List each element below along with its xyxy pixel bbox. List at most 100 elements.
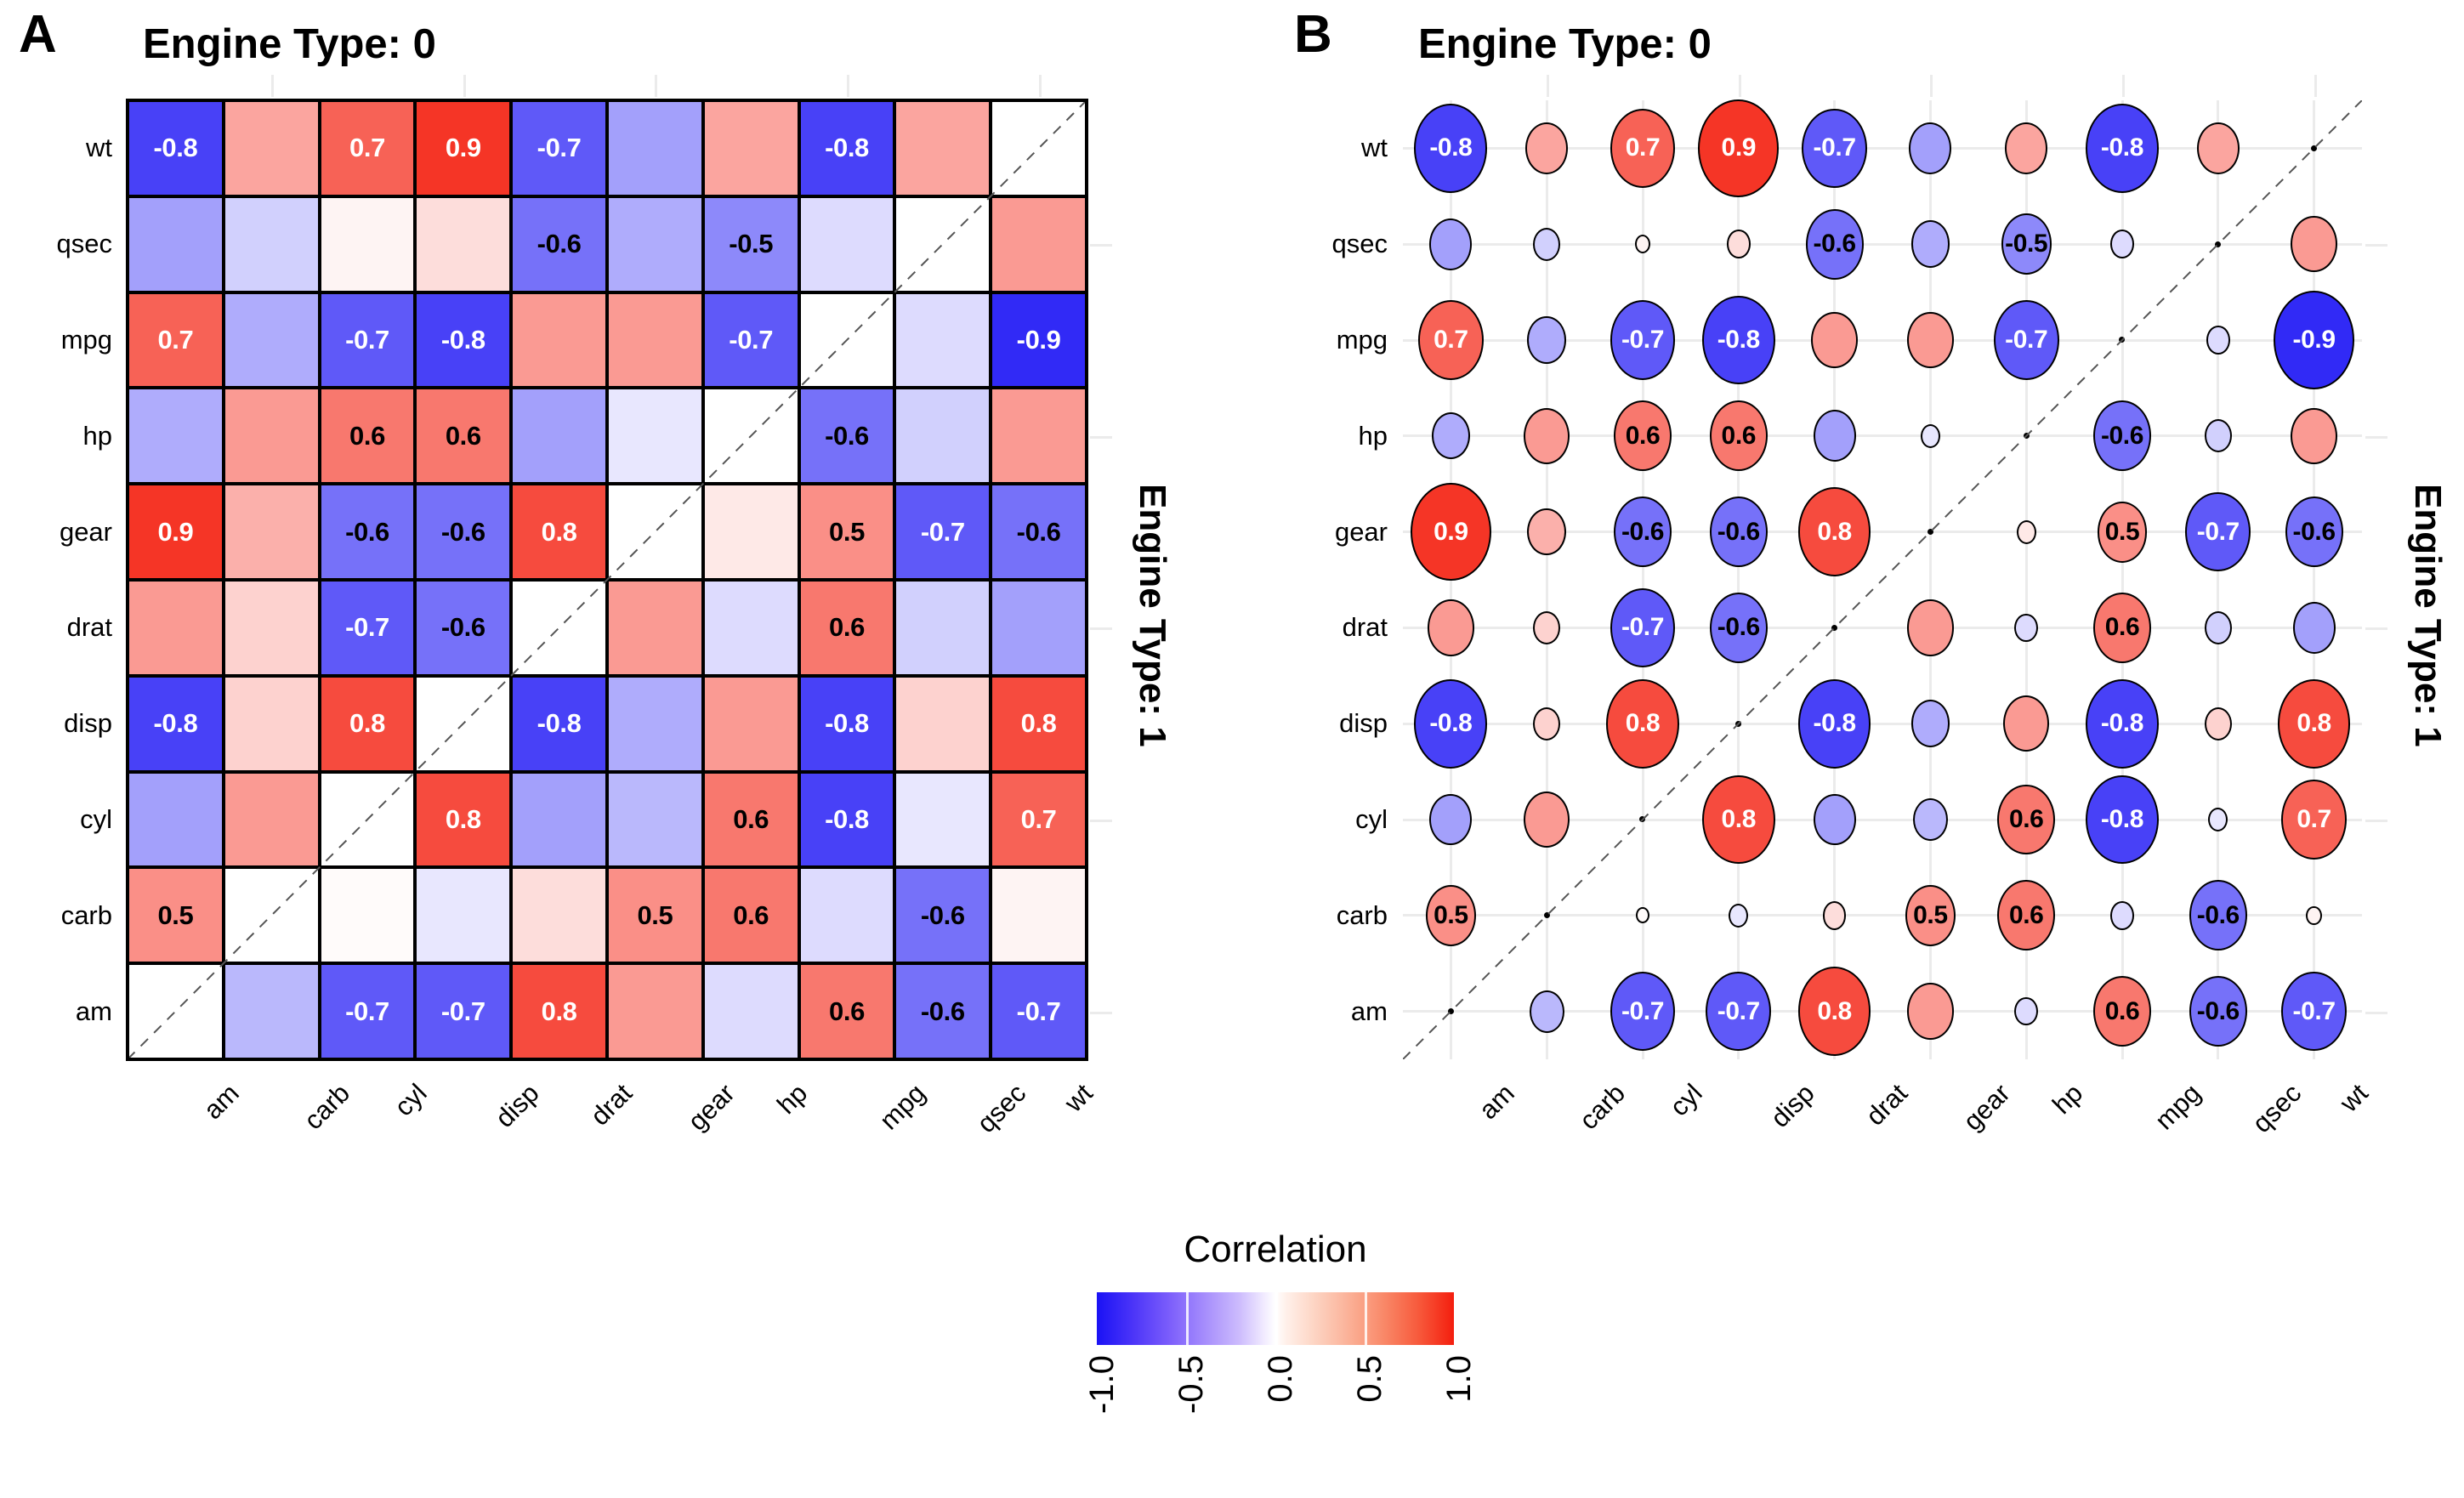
correlation-bubble[interactable]: 0.6	[1614, 400, 1672, 472]
matrix-cell[interactable]: -0.7	[1595, 963, 1691, 1059]
matrix-cell[interactable]	[223, 100, 320, 196]
matrix-cell[interactable]	[2170, 388, 2266, 484]
matrix-cell[interactable]	[128, 388, 224, 485]
matrix-cell[interactable]	[1499, 484, 1595, 580]
matrix-cell[interactable]: 0.8	[2266, 676, 2362, 772]
correlation-bubble[interactable]: 0.8	[1797, 487, 1871, 576]
correlation-bubble[interactable]	[1920, 423, 1940, 448]
correlation-bubble[interactable]	[1822, 901, 1847, 930]
matrix-cell-diagonal[interactable]	[2075, 292, 2171, 389]
correlation-bubble[interactable]	[2196, 122, 2240, 174]
matrix-cell[interactable]	[415, 196, 512, 292]
matrix-cell[interactable]	[1882, 580, 1979, 676]
matrix-cell[interactable]: 0.6	[415, 388, 512, 485]
matrix-cell[interactable]: 0.5	[1403, 867, 1499, 963]
correlation-bubble[interactable]: -0.6	[2189, 976, 2247, 1047]
matrix-cell-diagonal[interactable]	[128, 963, 224, 1059]
matrix-cell[interactable]: -0.8	[798, 771, 895, 868]
correlation-bubble[interactable]: 0.7	[1417, 300, 1484, 380]
matrix-cell[interactable]	[607, 580, 703, 676]
matrix-cell[interactable]	[1403, 772, 1499, 868]
correlation-bubble[interactable]: 0.6	[1997, 880, 2056, 951]
matrix-cell[interactable]	[511, 388, 607, 485]
matrix-cell[interactable]	[1786, 388, 1882, 484]
matrix-cell[interactable]: 0.6	[2075, 580, 2171, 676]
diagonal-point[interactable]	[1543, 912, 1550, 919]
matrix-cell[interactable]	[1979, 580, 2075, 676]
correlation-bubble[interactable]: -0.8	[1701, 295, 1775, 385]
matrix-cell[interactable]: -0.7	[319, 963, 416, 1059]
matrix-cell[interactable]: 0.6	[702, 771, 799, 868]
matrix-cell[interactable]	[511, 292, 607, 389]
correlation-bubble[interactable]: -0.7	[1610, 971, 1676, 1052]
correlation-bubble[interactable]: -0.6	[2285, 496, 2343, 567]
matrix-cell[interactable]	[1786, 772, 1882, 868]
correlation-bubble[interactable]	[1813, 410, 1856, 462]
correlation-bubble[interactable]: 0.7	[2281, 780, 2347, 860]
matrix-cell[interactable]	[1499, 772, 1595, 868]
correlation-bubble[interactable]	[1813, 793, 1856, 846]
matrix-cell-diagonal[interactable]	[2170, 196, 2266, 292]
matrix-cell-diagonal[interactable]	[1403, 963, 1499, 1059]
matrix-cell[interactable]	[702, 675, 799, 772]
matrix-cell[interactable]	[1882, 388, 1979, 484]
correlation-bubble[interactable]	[1429, 218, 1473, 270]
correlation-bubble[interactable]	[1727, 230, 1751, 258]
correlation-bubble[interactable]	[1524, 791, 1570, 848]
matrix-cell[interactable]: -0.8	[798, 675, 895, 772]
matrix-cell[interactable]: 0.6	[2075, 963, 2171, 1059]
matrix-cell[interactable]: -0.6	[511, 196, 607, 292]
matrix-cell[interactable]	[128, 196, 224, 292]
matrix-cell[interactable]: -0.6	[991, 484, 1087, 580]
correlation-bubble[interactable]	[2291, 216, 2337, 273]
correlation-bubble[interactable]: -0.8	[2086, 775, 2159, 865]
correlation-bubble[interactable]: -0.6	[1805, 208, 1864, 280]
matrix-cell[interactable]: -0.8	[1403, 100, 1499, 196]
matrix-cell[interactable]	[1499, 388, 1595, 484]
correlation-bubble[interactable]: -0.9	[2274, 291, 2354, 389]
matrix-cell[interactable]	[1979, 484, 2075, 580]
matrix-cell-diagonal[interactable]	[2266, 100, 2362, 196]
correlation-bubble[interactable]	[2306, 905, 2322, 926]
correlation-bubble[interactable]: -0.8	[2086, 678, 2159, 769]
matrix-cell[interactable]	[894, 675, 991, 772]
correlation-bubble[interactable]: -0.6	[2093, 400, 2151, 472]
matrix-cell[interactable]: -0.8	[128, 675, 224, 772]
matrix-cell[interactable]	[1882, 292, 1979, 389]
matrix-cell[interactable]: -0.7	[1690, 963, 1786, 1059]
matrix-cell-diagonal[interactable]	[1595, 772, 1691, 868]
matrix-cell[interactable]	[894, 771, 991, 868]
matrix-cell[interactable]: 0.8	[511, 484, 607, 580]
matrix-cell[interactable]: 0.8	[1786, 963, 1882, 1059]
matrix-cell[interactable]: -0.7	[511, 100, 607, 196]
matrix-cell[interactable]: 0.8	[319, 675, 416, 772]
matrix-cell[interactable]	[702, 484, 799, 580]
matrix-cell[interactable]	[991, 580, 1087, 676]
correlation-bubble[interactable]: 0.9	[1698, 99, 1780, 198]
matrix-cell[interactable]: 0.8	[1595, 676, 1691, 772]
matrix-cell[interactable]	[223, 388, 320, 485]
correlation-bubble[interactable]	[1429, 793, 1473, 846]
matrix-cell-diagonal[interactable]	[607, 484, 703, 580]
matrix-cell[interactable]: -0.7	[319, 580, 416, 676]
matrix-cell[interactable]	[128, 771, 224, 868]
matrix-cell[interactable]: 0.9	[128, 484, 224, 580]
correlation-bubble[interactable]: 0.8	[1606, 678, 1679, 769]
correlation-bubble[interactable]	[1729, 903, 1749, 928]
matrix-cell[interactable]: 0.5	[1882, 867, 1979, 963]
correlation-bubble[interactable]: 0.5	[2097, 501, 2148, 563]
matrix-cell[interactable]: 0.6	[1979, 772, 2075, 868]
matrix-cell[interactable]	[1595, 867, 1691, 963]
matrix-cell[interactable]: -0.6	[415, 580, 512, 676]
matrix-cell[interactable]: 0.7	[319, 100, 416, 196]
matrix-cell[interactable]	[607, 675, 703, 772]
correlation-bubble[interactable]: -0.7	[2185, 491, 2251, 572]
matrix-cell[interactable]	[2266, 580, 2362, 676]
matrix-cell[interactable]	[1882, 676, 1979, 772]
matrix-cell[interactable]: -0.6	[1786, 196, 1882, 292]
matrix-cell-diagonal[interactable]	[1690, 676, 1786, 772]
matrix-cell-diagonal[interactable]	[1882, 484, 1979, 580]
matrix-cell[interactable]: -0.8	[2075, 100, 2171, 196]
matrix-cell[interactable]	[1882, 772, 1979, 868]
correlation-bubble[interactable]	[1431, 412, 1471, 460]
